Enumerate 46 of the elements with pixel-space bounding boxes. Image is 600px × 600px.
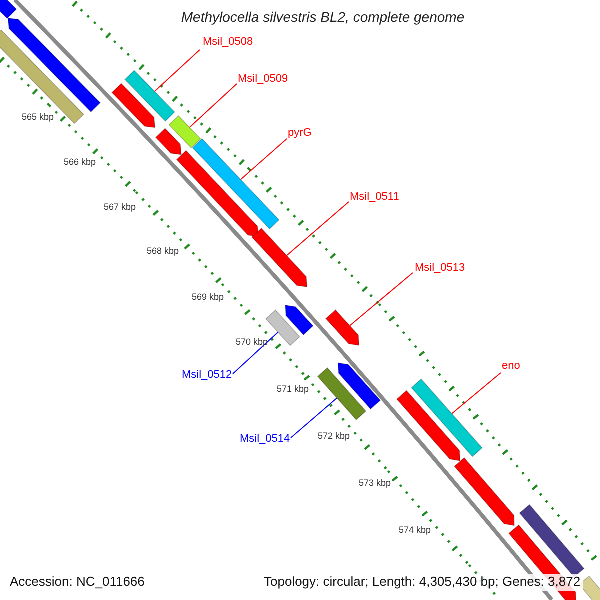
gene-label: Msil_0514 <box>240 433 290 446</box>
gene-feature <box>124 70 176 122</box>
gene-feature <box>168 115 202 149</box>
leader-line <box>286 202 350 256</box>
footer-text: Topology: circular; Length: 4,305,430 bp; Genes: 3,872 <box>262 574 583 591</box>
gene-label: eno <box>502 360 520 373</box>
title: Methylocella silvestris BL2, complete genome <box>180 9 466 26</box>
tick-label: 566 kbp <box>64 156 96 168</box>
gene-label: Msil_0509 <box>238 73 288 86</box>
gene-feature <box>252 228 308 288</box>
gene-label: Msil_0511 <box>350 191 400 204</box>
gene-feature <box>0 30 84 124</box>
gene-feature <box>192 138 280 230</box>
tick-label: 573 kbp <box>358 478 392 488</box>
tick-label: 569 kbp <box>192 292 224 302</box>
gene-feature <box>285 304 314 336</box>
gene-label: Msil_0512 <box>182 369 232 382</box>
tick-label: 568 kbp <box>146 246 180 256</box>
gene-feature <box>8 18 101 113</box>
tick-label: 567 kbp <box>104 202 136 212</box>
gene-label: Msil_0513 <box>415 262 466 275</box>
tick-label: 574 kbp <box>398 524 432 536</box>
gene-feature <box>411 378 483 458</box>
leader-line <box>349 272 414 326</box>
gene-label: pyrG <box>288 127 312 140</box>
gene-feature <box>0 0 18 20</box>
tick-label: 565 kbp <box>22 112 54 122</box>
gene-feature <box>317 367 367 421</box>
leader-line <box>232 332 279 374</box>
gene-feature <box>454 457 515 526</box>
gene-feature <box>155 128 182 156</box>
gene-feature <box>176 150 259 238</box>
gene-label: Msil_0508 <box>203 36 254 49</box>
leader-line <box>189 84 238 128</box>
leader-line <box>154 50 200 92</box>
gene-feature <box>396 390 461 462</box>
leader-line <box>290 398 338 438</box>
leader-line <box>240 138 288 180</box>
tick-label: 572 kbp <box>318 430 350 442</box>
gene-feature <box>326 310 360 346</box>
tick-label: 571 kbp <box>276 384 310 394</box>
gene-feature <box>112 83 156 128</box>
gene-feature <box>338 362 382 410</box>
tick-label: 570 kbp <box>236 336 268 348</box>
leader-line <box>452 372 502 414</box>
footer-text: Accession: NC_011666 <box>8 574 147 591</box>
